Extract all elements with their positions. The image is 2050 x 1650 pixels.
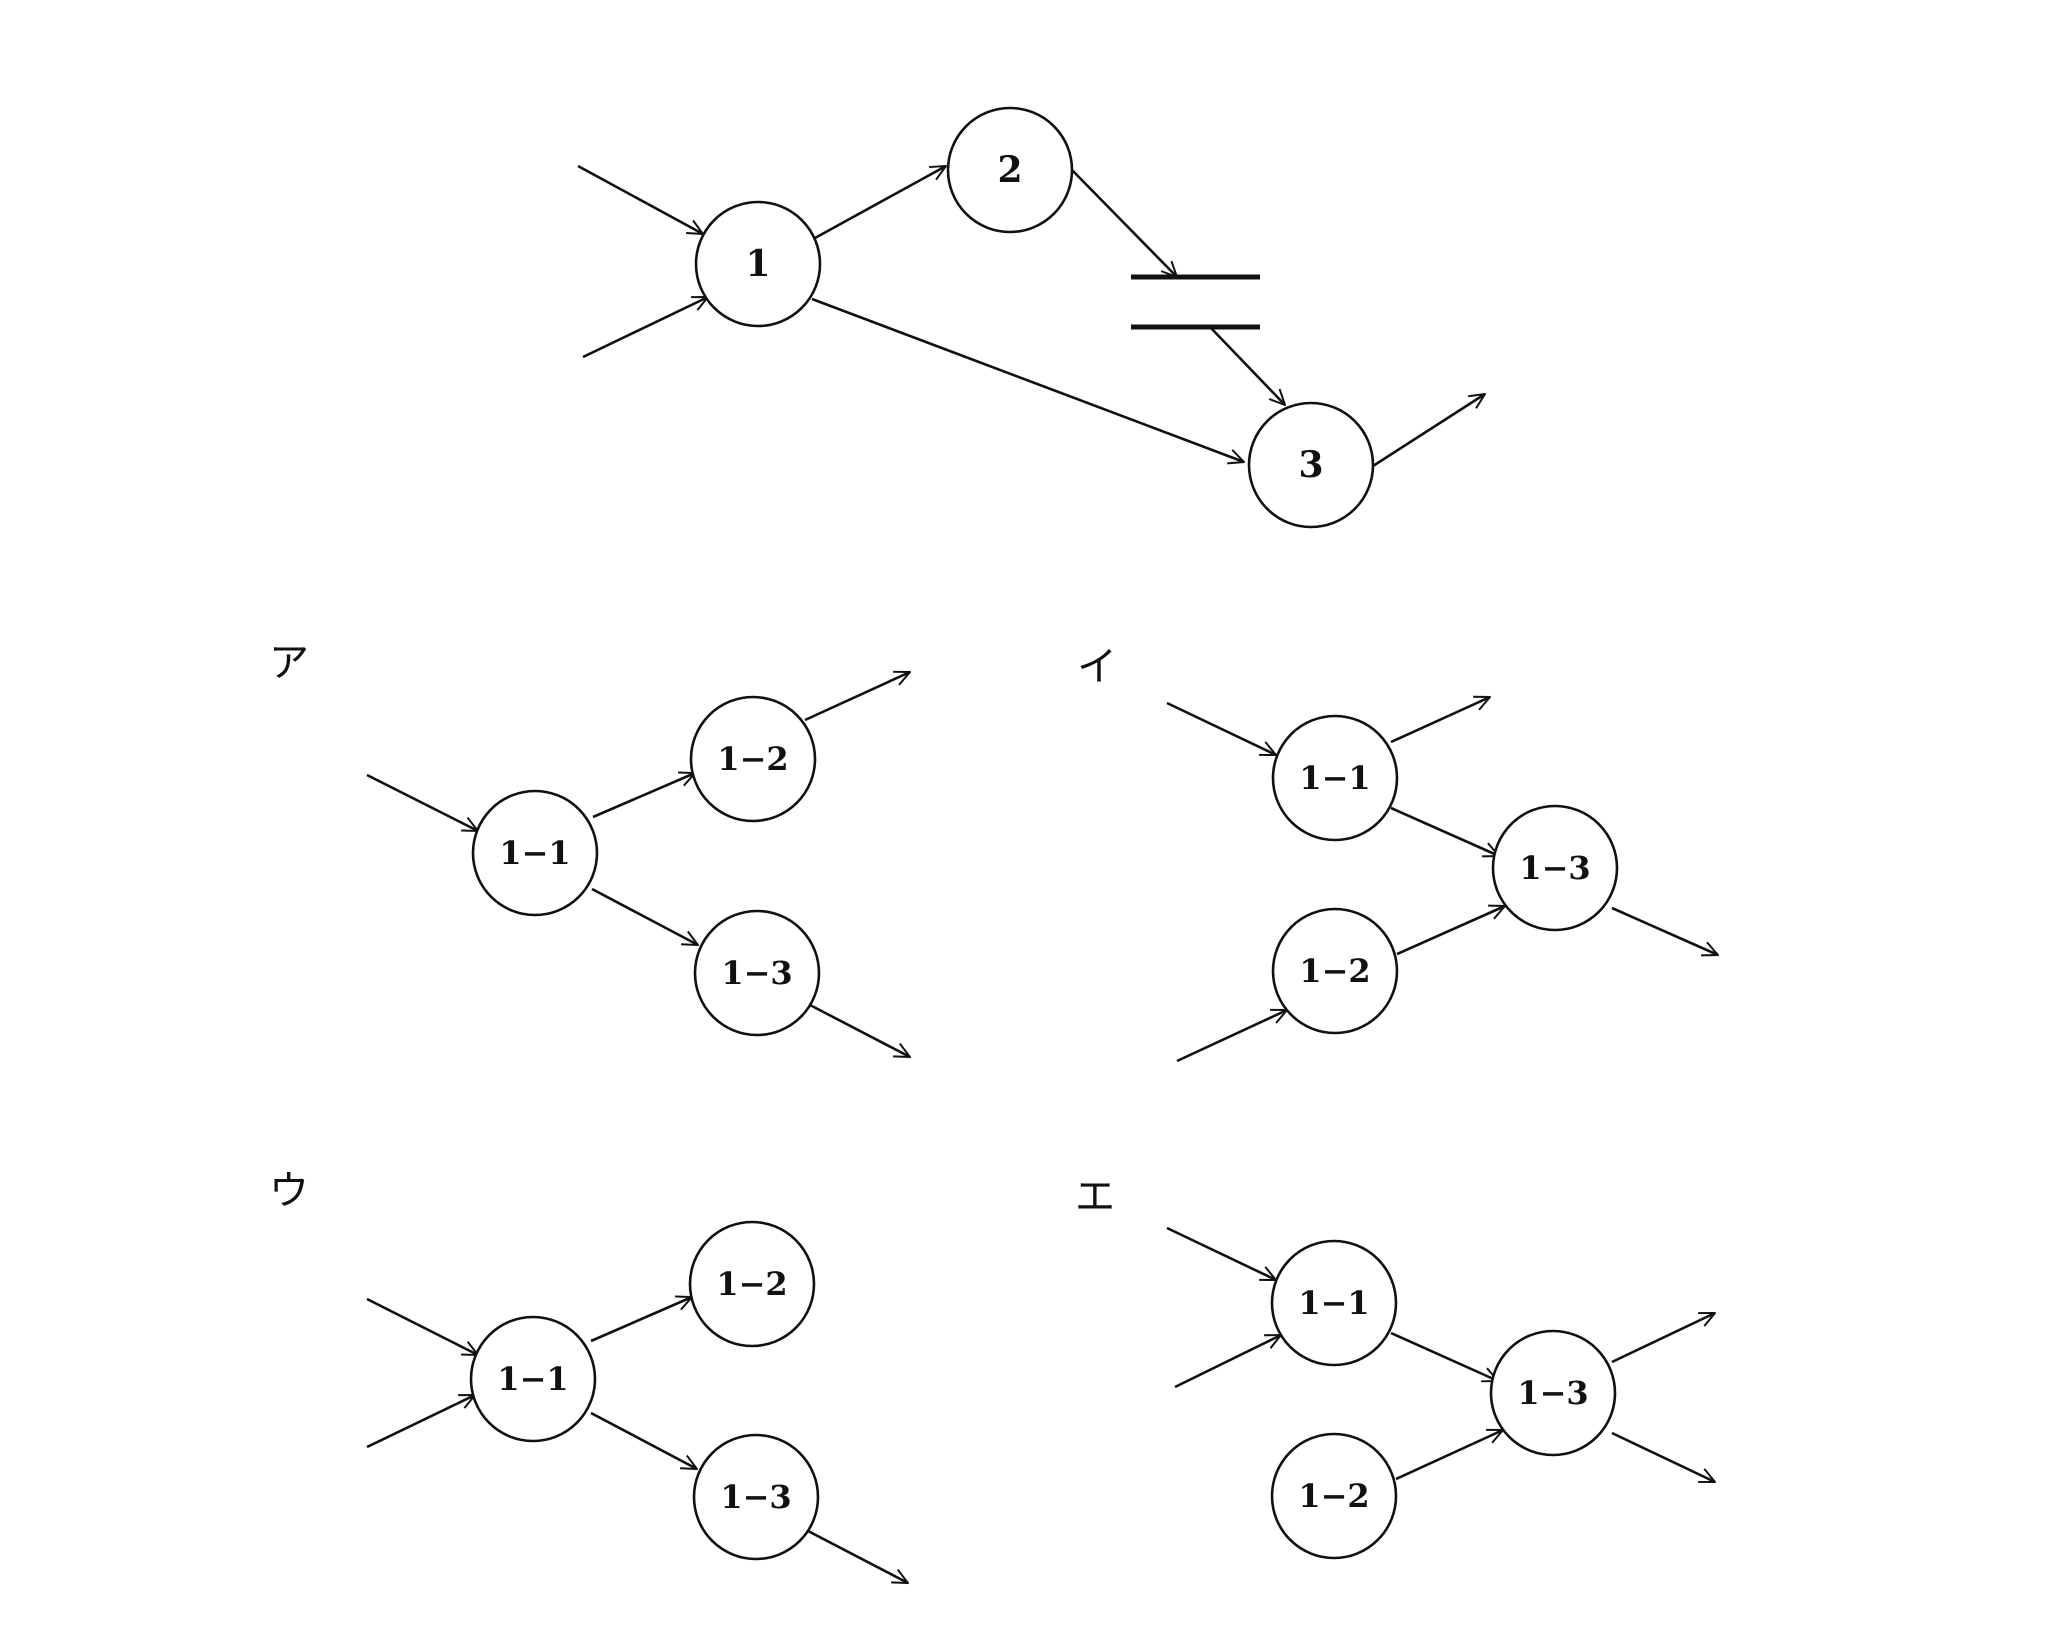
main-arrow-1-to-2 [814,164,946,240]
option-a-process-1-2: 1−2 [689,695,817,823]
process-label: 1−1 [499,834,570,872]
option-label-e: エ [1075,1174,1115,1220]
main-arrow-datastore-to-3 [1209,326,1285,405]
process-label: 2 [997,149,1022,191]
process-label: 1−3 [1517,1374,1588,1412]
option-i-output-arrow-13 [1611,906,1718,955]
option-i-process-1-2: 1−2 [1271,907,1399,1035]
datastore-symbol [1131,274,1260,330]
option-u-input-arrow-2 [366,1393,475,1449]
process-label: 1−1 [1298,1284,1369,1322]
process-label: 1−2 [717,740,788,778]
option-a-process-1-1: 1−1 [471,789,599,917]
option-i-diagram: イ 1−1 1−3 1−2 [1077,644,1718,1063]
option-e-process-1-3: 1−3 [1489,1329,1617,1457]
option-e-output-arrow-1 [1611,1311,1715,1364]
process-label: 1 [745,243,770,285]
process-label: 1−3 [1519,849,1590,887]
option-a-output-arrow-13 [809,1003,910,1059]
option-a-output-arrow-12 [804,670,910,722]
process-label: 1−2 [716,1265,787,1303]
option-i-input-arrow-11 [1166,701,1276,757]
option-u-diagram: ウ 1−1 1−2 1−3 [269,1168,908,1585]
option-i-input-arrow-12 [1176,1008,1287,1063]
main-arrow-1-to-3 [811,297,1244,462]
main-process-3: 3 [1247,401,1375,529]
option-e-output-arrow-2 [1611,1431,1715,1484]
option-label-u: ウ [269,1168,309,1214]
option-e-input-arrow-1 [1166,1226,1276,1282]
option-e-process-1-2: 1−2 [1270,1432,1398,1560]
option-u-arrow-11-to-12 [590,1297,692,1343]
option-i-output-arrow-11 [1390,697,1490,744]
option-u-process-1-2: 1−2 [688,1220,816,1348]
process-label: 1−3 [721,954,792,992]
option-u-process-1-3: 1−3 [692,1433,820,1561]
main-diagram: 1 2 3 [577,106,1485,529]
option-a-input-arrow [366,773,478,833]
option-a-process-1-3: 1−3 [693,909,821,1037]
option-i-process-1-3: 1−3 [1491,804,1619,932]
process-label: 1−2 [1299,952,1370,990]
option-label-i: イ [1077,644,1117,690]
option-i-arrow-11-to-13 [1390,806,1499,856]
option-u-arrow-11-to-13 [590,1411,697,1471]
main-process-1: 1 [694,200,822,328]
option-e-arrow-11-to-13 [1390,1331,1498,1381]
option-e-process-1-1: 1−1 [1270,1239,1398,1367]
process-label: 1−1 [1299,759,1370,797]
option-u-output-arrow-13 [807,1529,908,1585]
process-label: 1−2 [1298,1477,1369,1515]
main-arrow-2-to-datastore [1071,169,1177,277]
option-a-arrow-11-to-12 [592,773,695,819]
option-e-input-arrow-2 [1174,1333,1281,1389]
option-u-process-1-1: 1−1 [469,1315,597,1443]
main-input-arrow-2 [582,295,708,359]
option-e-diagram: エ 1−1 1−3 1−2 [1075,1174,1715,1560]
option-i-arrow-12-to-13 [1396,906,1505,956]
main-process-2: 2 [946,106,1074,234]
option-a-arrow-11-to-13 [591,887,698,947]
option-label-a: ア [269,640,309,686]
option-e-arrow-12-to-13 [1395,1428,1503,1481]
main-output-arrow [1372,394,1485,468]
option-i-process-1-1: 1−1 [1271,714,1399,842]
process-label: 3 [1298,444,1323,486]
option-u-input-arrow-1 [366,1297,478,1357]
option-a-diagram: ア 1−1 1−2 1−3 [269,640,910,1059]
process-label: 1−1 [497,1360,568,1398]
process-label: 1−3 [720,1478,791,1516]
main-input-arrow-1 [577,164,703,236]
